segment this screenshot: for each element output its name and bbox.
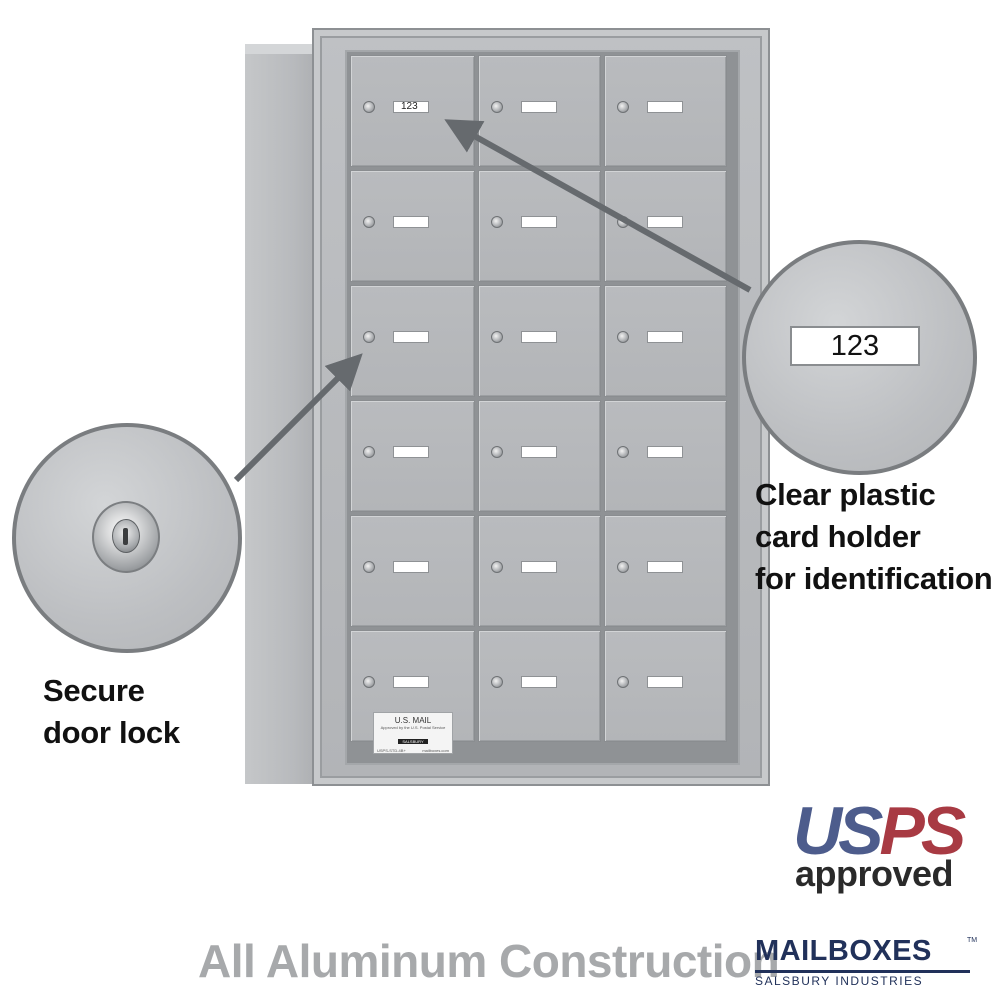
lock-callout-arrow bbox=[233, 353, 363, 483]
card-holder bbox=[521, 676, 557, 688]
door-lock-icon bbox=[363, 676, 375, 688]
usps-approved-logo: USPS approved bbox=[793, 795, 966, 900]
card-holder-callout-circle: 123 bbox=[742, 240, 977, 475]
card-holder bbox=[647, 101, 683, 113]
mailbox-door bbox=[604, 515, 727, 627]
door-lock-icon bbox=[491, 561, 503, 573]
brand-name: MAILBOXES bbox=[755, 935, 932, 967]
lock-icon bbox=[92, 501, 160, 573]
us-mail-label-brand: SALSBURY bbox=[398, 739, 428, 744]
mailbox-door bbox=[604, 55, 727, 167]
card-holder bbox=[393, 561, 429, 573]
tagline: All Aluminum Construction bbox=[198, 935, 780, 987]
mailbox-door bbox=[604, 285, 727, 397]
card-holder bbox=[647, 561, 683, 573]
brand-divider bbox=[755, 970, 970, 973]
caption-line: Secure bbox=[43, 673, 145, 708]
card-holder bbox=[393, 331, 429, 343]
mailbox-door bbox=[350, 400, 475, 512]
door-lock-icon bbox=[491, 446, 503, 458]
us-mail-label-approved: Approved by the U.S. Postal Service bbox=[380, 725, 446, 730]
card-holder bbox=[647, 216, 683, 228]
cabinet-side-panel bbox=[245, 44, 325, 784]
card-holder bbox=[521, 101, 557, 113]
mailbox-door bbox=[478, 515, 601, 627]
us-mail-label: U.S. MAIL Approved by the U.S. Postal Se… bbox=[373, 712, 453, 754]
card-holder-caption: Clear plastic card holder for identifica… bbox=[755, 474, 993, 600]
door-lock-icon bbox=[491, 331, 503, 343]
usps-wordmark: USPS bbox=[793, 793, 966, 869]
mailbox-door bbox=[350, 285, 475, 397]
door-lock-icon bbox=[363, 101, 375, 113]
lock-caption: Secure door lock bbox=[43, 670, 180, 754]
lock-callout-circle bbox=[12, 423, 242, 653]
door-lock-icon bbox=[363, 331, 375, 343]
door-lock-icon bbox=[617, 561, 629, 573]
caption-line: for identification bbox=[755, 561, 993, 596]
us-mail-label-std: USPS-STD-4B+ bbox=[377, 748, 406, 753]
card-holder bbox=[647, 331, 683, 343]
card-holder bbox=[393, 216, 429, 228]
caption-line: Clear plastic bbox=[755, 477, 936, 512]
mailbox-door bbox=[350, 170, 475, 282]
mailbox-door bbox=[604, 630, 727, 742]
keyhole-icon bbox=[123, 528, 128, 545]
caption-line: door lock bbox=[43, 715, 180, 750]
mailbox-door bbox=[478, 285, 601, 397]
mailbox-door bbox=[478, 170, 601, 282]
card-holder bbox=[393, 676, 429, 688]
mailbox-door bbox=[350, 515, 475, 627]
door-lock-icon bbox=[617, 446, 629, 458]
card-holder bbox=[521, 331, 557, 343]
card-callout-arrow bbox=[444, 119, 752, 293]
door-lock-icon bbox=[617, 676, 629, 688]
door-lock-icon bbox=[617, 101, 629, 113]
door-lock-icon bbox=[491, 676, 503, 688]
door-lock-icon bbox=[363, 561, 375, 573]
us-mail-label-title: U.S. MAIL bbox=[394, 716, 432, 725]
door-lock-icon bbox=[363, 216, 375, 228]
card-holder bbox=[647, 446, 683, 458]
mailbox-door bbox=[478, 400, 601, 512]
door-lock-icon bbox=[491, 216, 503, 228]
cabinet-side-top bbox=[245, 44, 325, 54]
door-lock-icon bbox=[491, 101, 503, 113]
lock-core bbox=[112, 519, 140, 553]
card-holder bbox=[521, 561, 557, 573]
card-holder bbox=[393, 446, 429, 458]
brand-subtitle: SALSBURY INDUSTRIES bbox=[755, 974, 924, 988]
door-lock-icon bbox=[363, 446, 375, 458]
card-holder: 123 bbox=[393, 101, 429, 113]
brand-trademark: TM bbox=[967, 937, 978, 944]
mailbox-door bbox=[478, 630, 601, 742]
usps-approved-text: approved bbox=[795, 853, 954, 894]
mailboxes-brand-logo: MAILBOXES TM SALSBURY INDUSTRIES bbox=[755, 935, 980, 995]
us-mail-label-site: mailboxes.com bbox=[422, 748, 449, 753]
card-holder-closeup: 123 bbox=[790, 326, 920, 366]
caption-line: card holder bbox=[755, 519, 921, 554]
card-holder bbox=[521, 446, 557, 458]
card-holder bbox=[521, 216, 557, 228]
door-lock-icon bbox=[617, 331, 629, 343]
card-holder bbox=[647, 676, 683, 688]
mailbox-door bbox=[604, 400, 727, 512]
